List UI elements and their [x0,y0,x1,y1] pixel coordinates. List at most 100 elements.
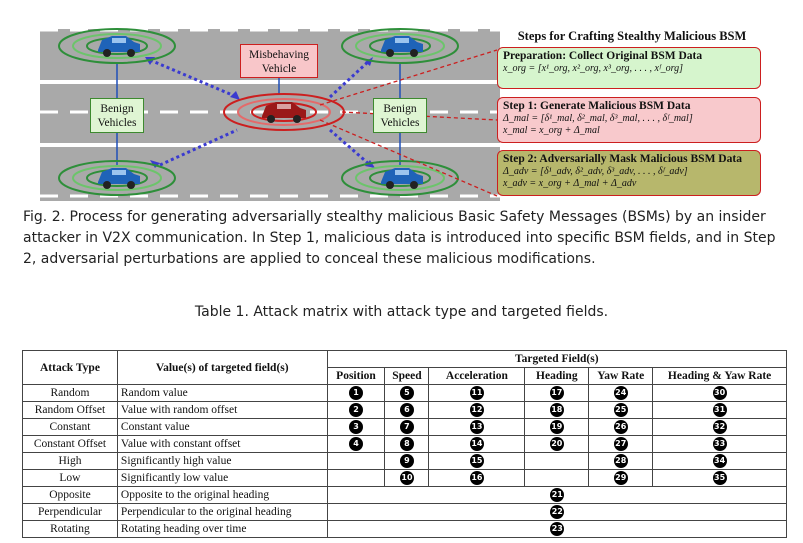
benign-car-icon [381,36,423,57]
attack-id-badge: 19 [549,420,564,435]
attack-type-cell: Perpendicular [22,503,118,521]
field-cell-span: 21 [326,486,788,504]
attack-type-cell: High [22,452,118,470]
attack-id-badge: 16 [469,471,484,486]
value-description-cell: Value with constant offset [116,435,328,453]
step-title: Step 2: Adversarially Mask Malicious BSM… [503,153,742,165]
field-cell: 18 [524,401,590,419]
field-cell: 9 [384,452,430,470]
attack-type-cell: Constant Offset [22,435,118,453]
value-description-cell: Significantly high value [116,452,328,470]
field-cell [326,469,386,487]
field-cell: 10 [384,469,430,487]
field-cell: 33 [652,435,787,453]
field-cell: 30 [652,384,787,402]
step-equation: x_org = [x¹_org, x²_org, x³_org, . . . ,… [503,63,684,74]
attack-id-badge: 35 [712,471,727,486]
field-cell [524,452,590,470]
field-cell-span: 23 [326,520,788,538]
field-cell [326,452,386,470]
header-targeted-fields: Targeted Field(s) [326,350,788,368]
step-equation: x_adv = x_org + Δ_mal + Δ_adv [503,177,637,189]
attack-type-cell: Opposite [22,486,118,504]
attack-id-badge: 14 [469,437,484,452]
field-cell: 17 [524,384,590,402]
attack-id-badge: 31 [712,403,727,418]
field-cell: 29 [588,469,654,487]
malicious-car-icon [262,102,306,123]
attack-type-cell: Rotating [22,520,118,538]
field-cell: 27 [588,435,654,453]
attack-id-badge: 17 [549,386,564,401]
lane-edge-top [40,80,500,84]
attack-matrix-table: Attack Type Value(s) of targeted field(s… [22,350,788,538]
header-field: Position [326,367,386,385]
attack-type-cell: Random [22,384,118,402]
field-cell: 7 [384,418,430,436]
field-cell: 16 [428,469,526,487]
attack-id-badge: 34 [712,454,727,469]
field-cell [524,469,590,487]
field-cell: 34 [652,452,787,470]
attack-type-cell: Low [22,469,118,487]
step-title: Step 1: Generate Malicious BSM Data [503,100,691,112]
attack-id-badge: 10 [399,471,414,486]
table-title: Table 1. Attack matrix with attack type … [194,304,609,320]
header-field: Heading [524,367,590,385]
benign-group-connectors [116,62,401,165]
field-cell: 1 [326,384,386,402]
header-field: Yaw Rate [588,367,654,385]
field-cell: 15 [428,452,526,470]
attack-id-badge: 23 [550,522,565,537]
value-description-cell: Constant value [116,418,328,436]
figure-caption: Fig. 2. Process for generating adversari… [23,209,776,267]
field-cell: 3 [326,418,386,436]
attack-id-badge: 2 [348,403,363,418]
attack-id-badge: 4 [348,437,363,452]
field-cell: 12 [428,401,526,419]
field-cell: 11 [428,384,526,402]
field-cell: 26 [588,418,654,436]
preparation-step-box: Preparation: Collect Original BSM Data x… [497,47,761,89]
benign-vehicles-label-right: Benign Vehicles [373,98,427,133]
attack-id-badge: 13 [469,420,484,435]
attack-id-badge: 6 [399,403,414,418]
benign-signal-rings [58,28,459,196]
step-title: Preparation: Collect Original BSM Data [503,50,703,62]
benign-car-icon [98,168,140,189]
header-values: Value(s) of targeted field(s) [116,350,328,385]
attack-id-badge: 33 [712,437,727,452]
header-field: Acceleration [428,367,526,385]
attack-id-badge: 7 [399,420,414,435]
attack-id-badge: 29 [613,471,628,486]
attack-id-badge: 32 [712,420,727,435]
attack-id-badge: 18 [549,403,564,418]
communication-arrows [149,58,372,167]
attack-id-badge: 28 [613,454,628,469]
misbehaving-vehicle-label: Misbehaving Vehicle [240,44,318,78]
step-equation: x_mal = x_org + Δ_mal [503,124,600,136]
header-attack-type: Attack Type [22,350,118,385]
header-field: Heading & Yaw Rate [652,367,787,385]
attack-id-badge: 25 [613,403,628,418]
field-cell: 32 [652,418,787,436]
benign-vehicles-label-left: Benign Vehicles [90,98,144,133]
field-cell: 28 [588,452,654,470]
step-equation: Δ_adv = [δ¹_adv, δ²_adv, δ³_adv, . . . ,… [503,166,688,177]
attack-type-cell: Random Offset [22,401,118,419]
field-cell: 20 [524,435,590,453]
field-cell: 2 [326,401,386,419]
attack-id-badge: 26 [613,420,628,435]
step-equation: Δ_mal = [δ¹_mal, δ²_mal, δ³_mal, . . . ,… [503,113,693,124]
value-description-cell: Value with random offset [116,401,328,419]
attack-id-badge: 22 [550,505,565,520]
attack-id-badge: 27 [613,437,628,452]
header-field: Speed [384,367,430,385]
attack-type-cell: Constant [22,418,118,436]
field-cell: 5 [384,384,430,402]
